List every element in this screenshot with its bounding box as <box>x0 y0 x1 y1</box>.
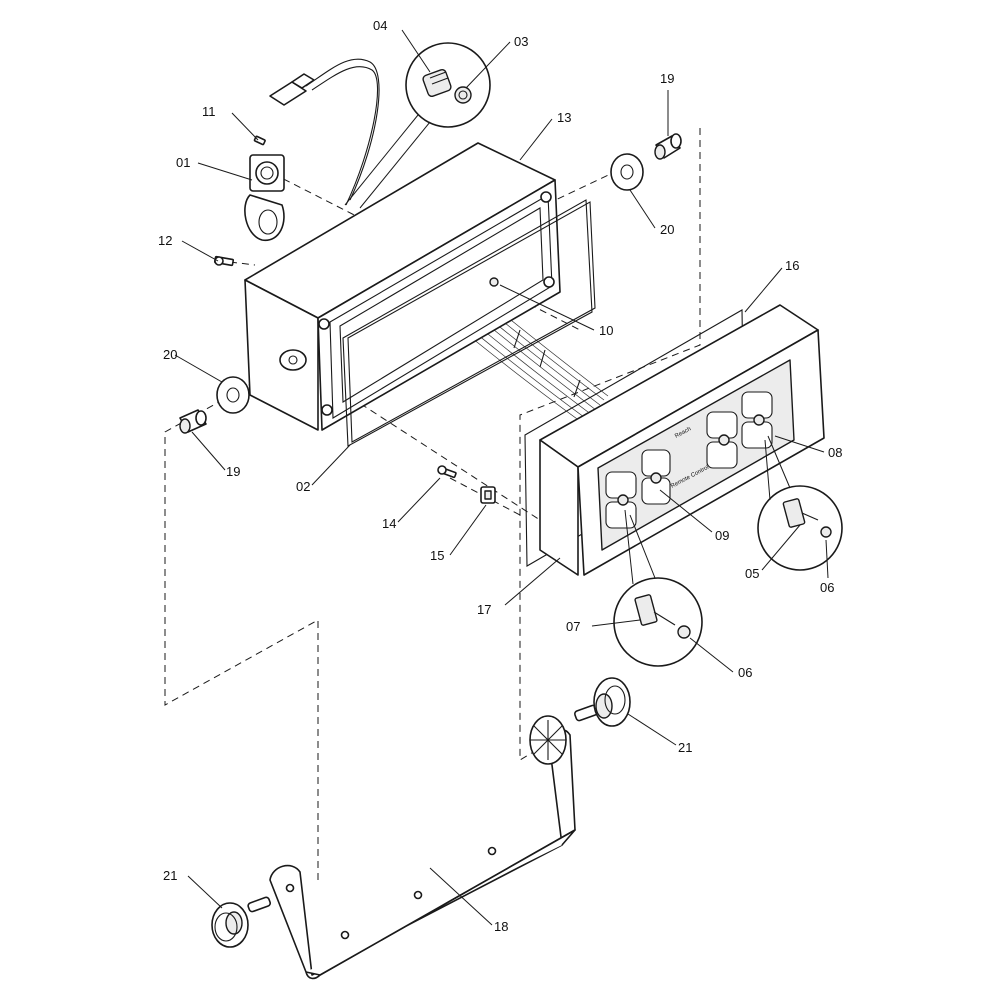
detail-circle-06-07 <box>613 509 703 667</box>
callout-02: 02 <box>296 479 310 494</box>
callout-19-right: 19 <box>660 71 674 86</box>
spacer-19-left <box>179 409 207 434</box>
screw-14 <box>437 465 457 479</box>
callout-20-right: 20 <box>660 222 674 237</box>
callout-07: 07 <box>566 619 580 634</box>
callout-leader-lines <box>174 29 829 926</box>
nut-10 <box>489 277 499 287</box>
callout-19-left: 19 <box>226 464 240 479</box>
callout-labels: 04 03 11 01 12 13 19 20 10 16 20 19 02 1… <box>158 18 842 934</box>
callout-05: 05 <box>745 566 759 581</box>
callout-01: 01 <box>176 155 190 170</box>
knob-21-right <box>573 677 631 727</box>
knob-21-left <box>211 896 272 948</box>
callout-06-bottom: 06 <box>738 665 752 680</box>
grommet-20-right <box>610 153 644 191</box>
callout-03: 03 <box>514 34 528 49</box>
control-panel-17: Reach Remote Control <box>539 304 825 576</box>
enclosure-box-13 <box>244 142 561 431</box>
clip-15 <box>480 486 496 504</box>
callout-09: 09 <box>715 528 729 543</box>
callout-04: 04 <box>373 18 387 33</box>
callout-17: 17 <box>477 602 491 617</box>
callout-16: 16 <box>785 258 799 273</box>
gasket-02 <box>342 199 596 447</box>
spacer-19-right <box>654 133 682 160</box>
connector-01 <box>244 154 285 241</box>
callout-14: 14 <box>382 516 396 531</box>
callout-21-left: 21 <box>163 868 177 883</box>
detail-circle-05-06 <box>757 435 843 571</box>
detail-circle-03-04 <box>344 42 491 209</box>
callout-18: 18 <box>494 919 508 934</box>
mounting-bracket-18 <box>269 715 576 980</box>
grommet-20-left <box>216 376 250 414</box>
callout-12: 12 <box>158 233 172 248</box>
callout-10: 10 <box>599 323 613 338</box>
callout-13: 13 <box>557 110 571 125</box>
callout-08: 08 <box>828 445 842 460</box>
callout-06-right: 06 <box>820 580 834 595</box>
callout-20-left: 20 <box>163 347 177 362</box>
callout-11: 11 <box>202 104 216 119</box>
callout-15: 15 <box>430 548 444 563</box>
callout-21-right: 21 <box>678 740 692 755</box>
